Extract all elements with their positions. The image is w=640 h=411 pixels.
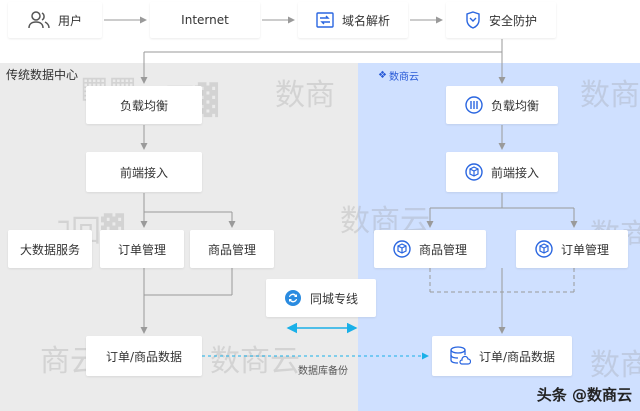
right-order-management-label: 订单管理 (560, 242, 609, 257)
dns-icon (316, 12, 334, 28)
shield-icon (465, 11, 481, 29)
right-product-management-node[interactable]: 商品管理 (374, 230, 486, 268)
left-order-product-data-node[interactable]: 订单/商品数据 (86, 336, 202, 376)
left-load-balancer-label: 负载均衡 (119, 98, 168, 113)
brand-logo-text: 数商云 (388, 72, 419, 83)
user-node[interactable]: 用户 (8, 2, 102, 38)
left-product-management-node[interactable]: 商品管理 (190, 230, 274, 268)
source-credit: 头条 @数商云 (536, 386, 632, 404)
right-load-balancer-label: 负载均衡 (490, 98, 539, 113)
left-order-product-data-label: 订单/商品数据 (105, 349, 183, 364)
security-node[interactable]: 安全防护 (446, 2, 556, 38)
left-order-management-label: 订单管理 (117, 242, 166, 257)
cube-icon (393, 240, 411, 258)
right-frontend-access-node[interactable]: 前端接入 (446, 152, 558, 192)
dns-label: 域名解析 (341, 13, 390, 28)
dns-node[interactable]: 域名解析 (298, 2, 408, 38)
dedicated-line-label: 同城专线 (309, 291, 358, 306)
cube-icon (465, 163, 483, 181)
security-label: 安全防护 (488, 13, 537, 28)
cloud-database-icon (449, 346, 471, 366)
cube-icon (535, 240, 553, 258)
big-data-service-label: 大数据服务 (19, 242, 80, 257)
internet-label: Internet (181, 13, 229, 27)
right-product-management-label: 商品管理 (418, 242, 467, 257)
right-order-product-data-node[interactable]: 订单/商品数据 (432, 336, 572, 376)
right-order-management-node[interactable]: 订单管理 (516, 230, 628, 268)
logo-mark-icon: ❖ (378, 70, 387, 81)
big-data-service-node[interactable]: 大数据服务 (8, 230, 92, 268)
internet-node[interactable]: Internet (150, 2, 260, 38)
db-backup-label: 数据库备份 (298, 366, 348, 377)
right-order-product-data-label: 订单/商品数据 (478, 349, 556, 364)
left-frontend-access-node[interactable]: 前端接入 (86, 152, 202, 192)
sync-icon (284, 289, 302, 307)
right-frontend-access-label: 前端接入 (490, 165, 539, 180)
left-product-management-label: 商品管理 (207, 242, 256, 257)
user-label: 用户 (57, 13, 82, 28)
left-load-balancer-node[interactable]: 负载均衡 (86, 86, 202, 124)
dedicated-line-node[interactable]: 同城专线 (266, 279, 376, 317)
users-icon (28, 11, 50, 29)
load-balancer-icon (465, 96, 483, 114)
traditional-datacenter-title: 传统数据中心 (6, 68, 79, 82)
brand-logo: ❖ 数商云 (378, 68, 419, 83)
right-load-balancer-node[interactable]: 负载均衡 (446, 86, 558, 124)
left-frontend-access-label: 前端接入 (119, 165, 168, 180)
left-order-management-node[interactable]: 订单管理 (100, 230, 184, 268)
